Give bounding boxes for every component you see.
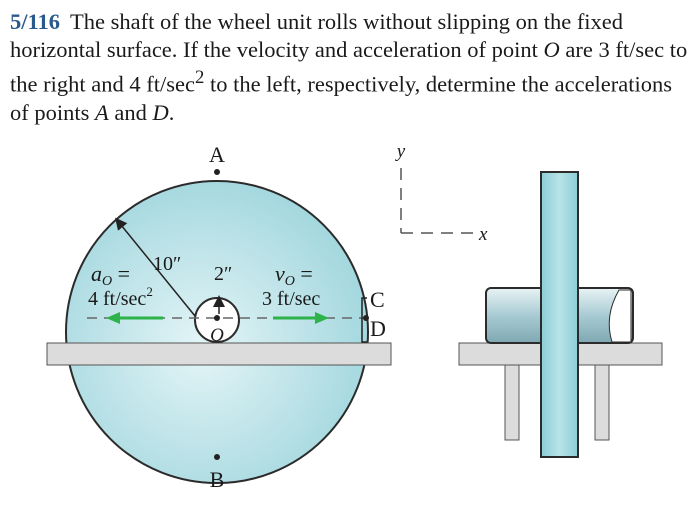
label-ao-value-text: 4 ft/sec: [88, 288, 146, 310]
label-vo-sub: O: [285, 274, 295, 289]
axis-y-label: y: [395, 141, 406, 162]
contact-bracket: [361, 297, 367, 343]
label-c: C: [370, 287, 385, 312]
label-a: A: [209, 142, 225, 167]
problem-text-3: to the left, respectively, determine the…: [10, 71, 673, 125]
acceleration-arrowhead: [106, 312, 120, 324]
problem-text-4: and: [108, 99, 153, 125]
point-a-dot: [214, 169, 220, 175]
problem-number: 5/116: [10, 9, 61, 34]
side-disc: [540, 171, 579, 458]
problem-point-a: A: [95, 99, 109, 125]
problem-text-5: .: [168, 99, 175, 125]
axis-x-label: x: [478, 224, 488, 245]
label-radius-inner: 2″: [214, 263, 232, 285]
label-vo-value: 3 ft/sec: [262, 288, 320, 310]
label-ao-value: 4 ft/sec2: [88, 284, 153, 310]
label-vo: vO =: [275, 261, 313, 289]
problem-text-1: The shaft of the wheel unit rolls withou…: [10, 9, 624, 62]
problem-text-2: are 3 ft/sec to the right and 4 ft/sec: [10, 37, 688, 97]
point-b-dot: [214, 454, 220, 460]
label-d: D: [370, 316, 386, 341]
ground-surface: [46, 342, 392, 366]
side-support-left: [504, 364, 520, 441]
side-support-right: [594, 364, 610, 441]
problem-point-d: D: [152, 99, 169, 125]
label-ao: aO =: [91, 261, 130, 289]
velocity-arrowhead: [315, 312, 329, 324]
point-d-dot: [363, 315, 369, 321]
problem-point-o: O: [543, 37, 560, 62]
point-o-dot: [214, 315, 220, 321]
side-shaft-end: [608, 289, 632, 343]
label-ao-sub: O: [102, 274, 112, 289]
label-radius-outer: 10″: [153, 253, 181, 275]
label-ao-value-sup: 2: [146, 284, 153, 299]
label-vo-eq: =: [295, 261, 313, 286]
label-b: B: [210, 467, 225, 492]
label-ao-symbol: a: [91, 261, 102, 286]
problem-superscript: 2: [194, 67, 205, 88]
label-ao-eq: =: [112, 261, 130, 286]
radius-outer-line: [115, 217, 196, 317]
label-vo-symbol: v: [275, 261, 285, 286]
label-o: O: [210, 325, 224, 346]
